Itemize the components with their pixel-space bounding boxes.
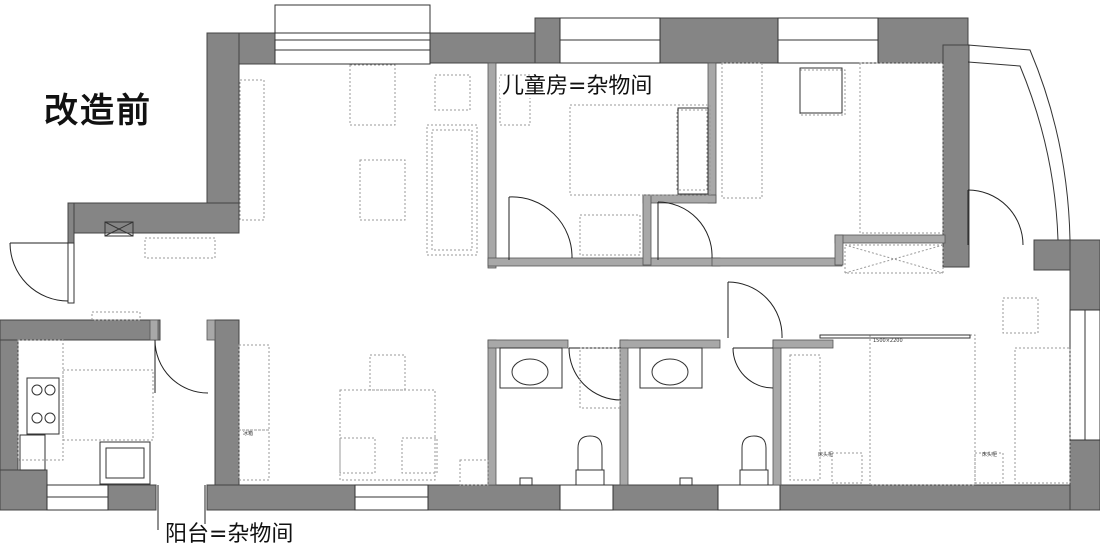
furniture (17, 62, 1071, 486)
fixtures (19, 67, 971, 486)
interior-walls (149, 62, 946, 486)
nightstand-left-label: 床头柜 (818, 452, 834, 458)
fridge-label: 冰箱 (243, 431, 254, 437)
doors (9, 189, 1024, 530)
nightstand-right-label: 床头柜 (982, 452, 998, 458)
kids-room-label: 儿童房=杂物间 (500, 74, 655, 99)
balcony-label: 阳台=杂物间 (163, 522, 296, 547)
bed-size-label: 1500×2200 (873, 338, 903, 344)
windows (46, 4, 1100, 511)
exterior-walls (0, 17, 1100, 511)
page-title: 改造前 (44, 91, 152, 131)
